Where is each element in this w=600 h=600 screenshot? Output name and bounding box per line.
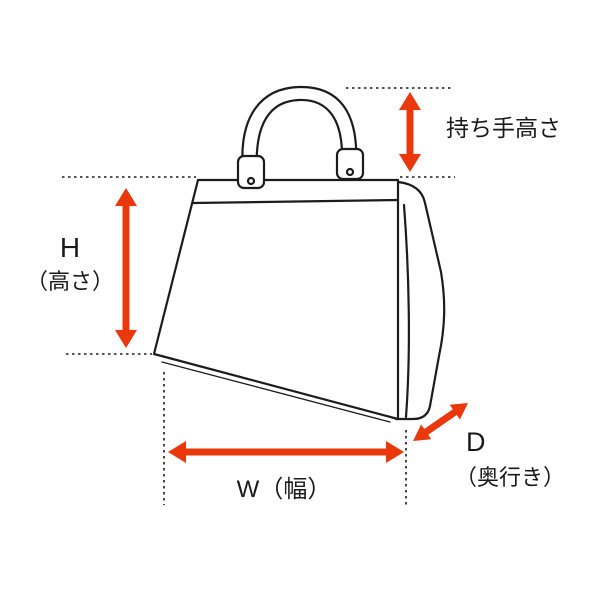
height-name-label: （高さ） xyxy=(25,269,114,294)
bag-bottom-seam xyxy=(161,361,391,423)
bag-gusset-fold-line xyxy=(402,203,410,419)
width-label: W（幅） xyxy=(236,476,332,503)
depth-arrow xyxy=(413,403,468,441)
bag-side-gusset xyxy=(394,180,446,421)
bag-front-panel xyxy=(152,178,400,421)
bag-line-art xyxy=(152,85,446,423)
height-arrow xyxy=(115,188,137,348)
bag-handle-tab-left xyxy=(236,154,266,190)
dimension-arrows xyxy=(115,92,468,463)
handle-height-label: 持ち手高さ xyxy=(446,115,561,141)
handle-height-arrow xyxy=(399,92,421,172)
width-arrow xyxy=(168,441,404,463)
depth-name-label: （奥行き） xyxy=(455,465,566,490)
guide-lines xyxy=(62,87,455,507)
bag-handle-tab-right xyxy=(335,147,365,181)
height-letter-label: H xyxy=(59,232,81,263)
bag-frame-line xyxy=(191,198,400,205)
depth-letter-label: D xyxy=(466,427,486,457)
